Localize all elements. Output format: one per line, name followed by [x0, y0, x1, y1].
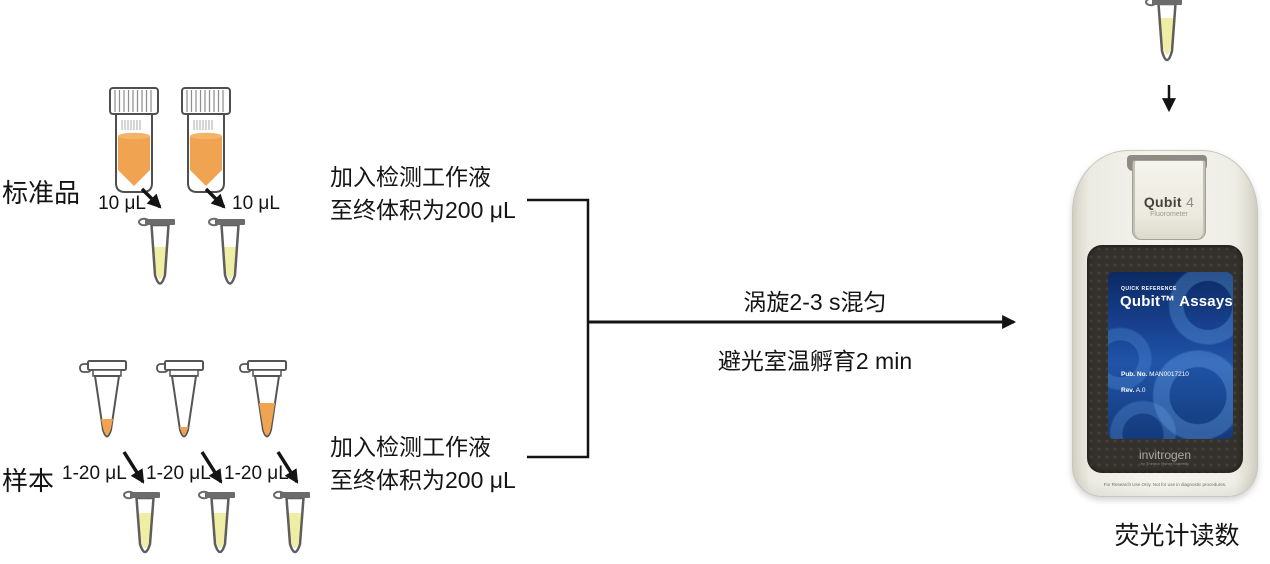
sample-volume-2: 1-20 μL — [146, 463, 211, 484]
standard-liquid — [190, 136, 222, 186]
transfer-arrow — [122, 451, 145, 484]
samples-label: 样本 — [2, 466, 55, 496]
pub-label: Pub. No. — [1121, 371, 1148, 378]
rev-label: Rev. — [1121, 387, 1135, 394]
device-model-number: 4 — [1186, 194, 1195, 210]
screen-eyebrow: QUICK REFERENCE — [1121, 286, 1177, 292]
sample-liquid — [179, 427, 189, 435]
step-line: 至终体积为200 μL — [330, 197, 516, 223]
standard-liquid — [118, 136, 150, 186]
assay-liquid — [288, 513, 302, 548]
sample-tube-3 — [239, 360, 287, 438]
sample-volume-3: 1-20 μL — [224, 463, 289, 484]
assay-liquid — [223, 247, 237, 279]
assay-liquid — [138, 513, 152, 548]
standard-vial-2 — [181, 87, 231, 193]
screen-rev-line: Rev. A.0 — [1121, 387, 1145, 394]
device-disclaimer: For Research Use Only. Not for use in di… — [1103, 482, 1227, 487]
standard-vial-1 — [109, 87, 159, 193]
join-bracket — [527, 198, 590, 459]
sample-lid: Qubit 4 Fluorometer — [1132, 160, 1206, 240]
invitrogen-logo-sub: by Thermo Fisher Scientific — [1140, 461, 1190, 466]
screen-pub-line: Pub. No. MAN0017210 — [1121, 371, 1189, 378]
screen-bezel: QUICK REFERENCE Qubit™ Assays Pub. No. M… — [1087, 245, 1243, 473]
device-model-sub: Fluorometer — [1150, 211, 1188, 218]
step-add-working-solution-top: 加入检测工作液 至终体积为200 μL — [330, 161, 516, 227]
device-model: Qubit 4 — [1133, 194, 1205, 210]
transfer-arrow — [140, 187, 162, 209]
standards-label: 标准品 — [2, 178, 81, 208]
screen-title: Qubit™ Assays — [1120, 293, 1233, 310]
step-line: 加入检测工作液 — [330, 164, 491, 190]
assay-liquid — [1160, 18, 1174, 55]
step-add-working-solution-bottom: 加入检测工作液 至终体积为200 μL — [330, 431, 516, 497]
sample-tube-1 — [79, 360, 127, 438]
step-line: 加入检测工作液 — [330, 434, 491, 460]
standard-volume-1: 10 μL — [98, 193, 146, 214]
assay-tube-sample-2 — [198, 490, 235, 554]
transfer-arrow — [200, 451, 223, 484]
incubate-step-label: 避光室温孵育2 min — [717, 348, 913, 374]
vortex-step-label: 涡旋2-3 s混匀 — [743, 289, 887, 315]
assay-tube-standard-2 — [208, 217, 245, 285]
assay-liquid — [153, 247, 167, 279]
sample-liquid — [101, 419, 113, 435]
sample-volume-1: 1-20 μL — [62, 463, 127, 484]
step-line: 至终体积为200 μL — [330, 467, 516, 493]
assay-tube-standard-1 — [138, 217, 175, 285]
sample-liquid — [259, 403, 275, 436]
assay-tube-sample-1 — [123, 490, 160, 554]
fluorometer-readout-label: 荧光计读数 — [1114, 522, 1240, 550]
sample-tube-2 — [156, 360, 204, 438]
device-model-name: Qubit — [1143, 194, 1182, 210]
rev-value: A.0 — [1135, 387, 1146, 394]
pub-value: MAN0017210 — [1149, 371, 1189, 378]
standard-volume-2: 10 μL — [232, 193, 280, 214]
assay-tube-sample-3 — [273, 490, 310, 554]
transfer-arrow — [204, 187, 226, 209]
qubit-fluorometer: Qubit 4 Fluorometer QUICK REFERENCE Qubi… — [1072, 150, 1258, 497]
invitrogen-logo: invitrogen — [1138, 448, 1192, 462]
assay-tube-final — [1145, 0, 1182, 62]
device-screen: QUICK REFERENCE Qubit™ Assays Pub. No. M… — [1108, 272, 1233, 439]
assay-liquid — [213, 513, 227, 548]
transfer-arrow — [276, 451, 299, 484]
